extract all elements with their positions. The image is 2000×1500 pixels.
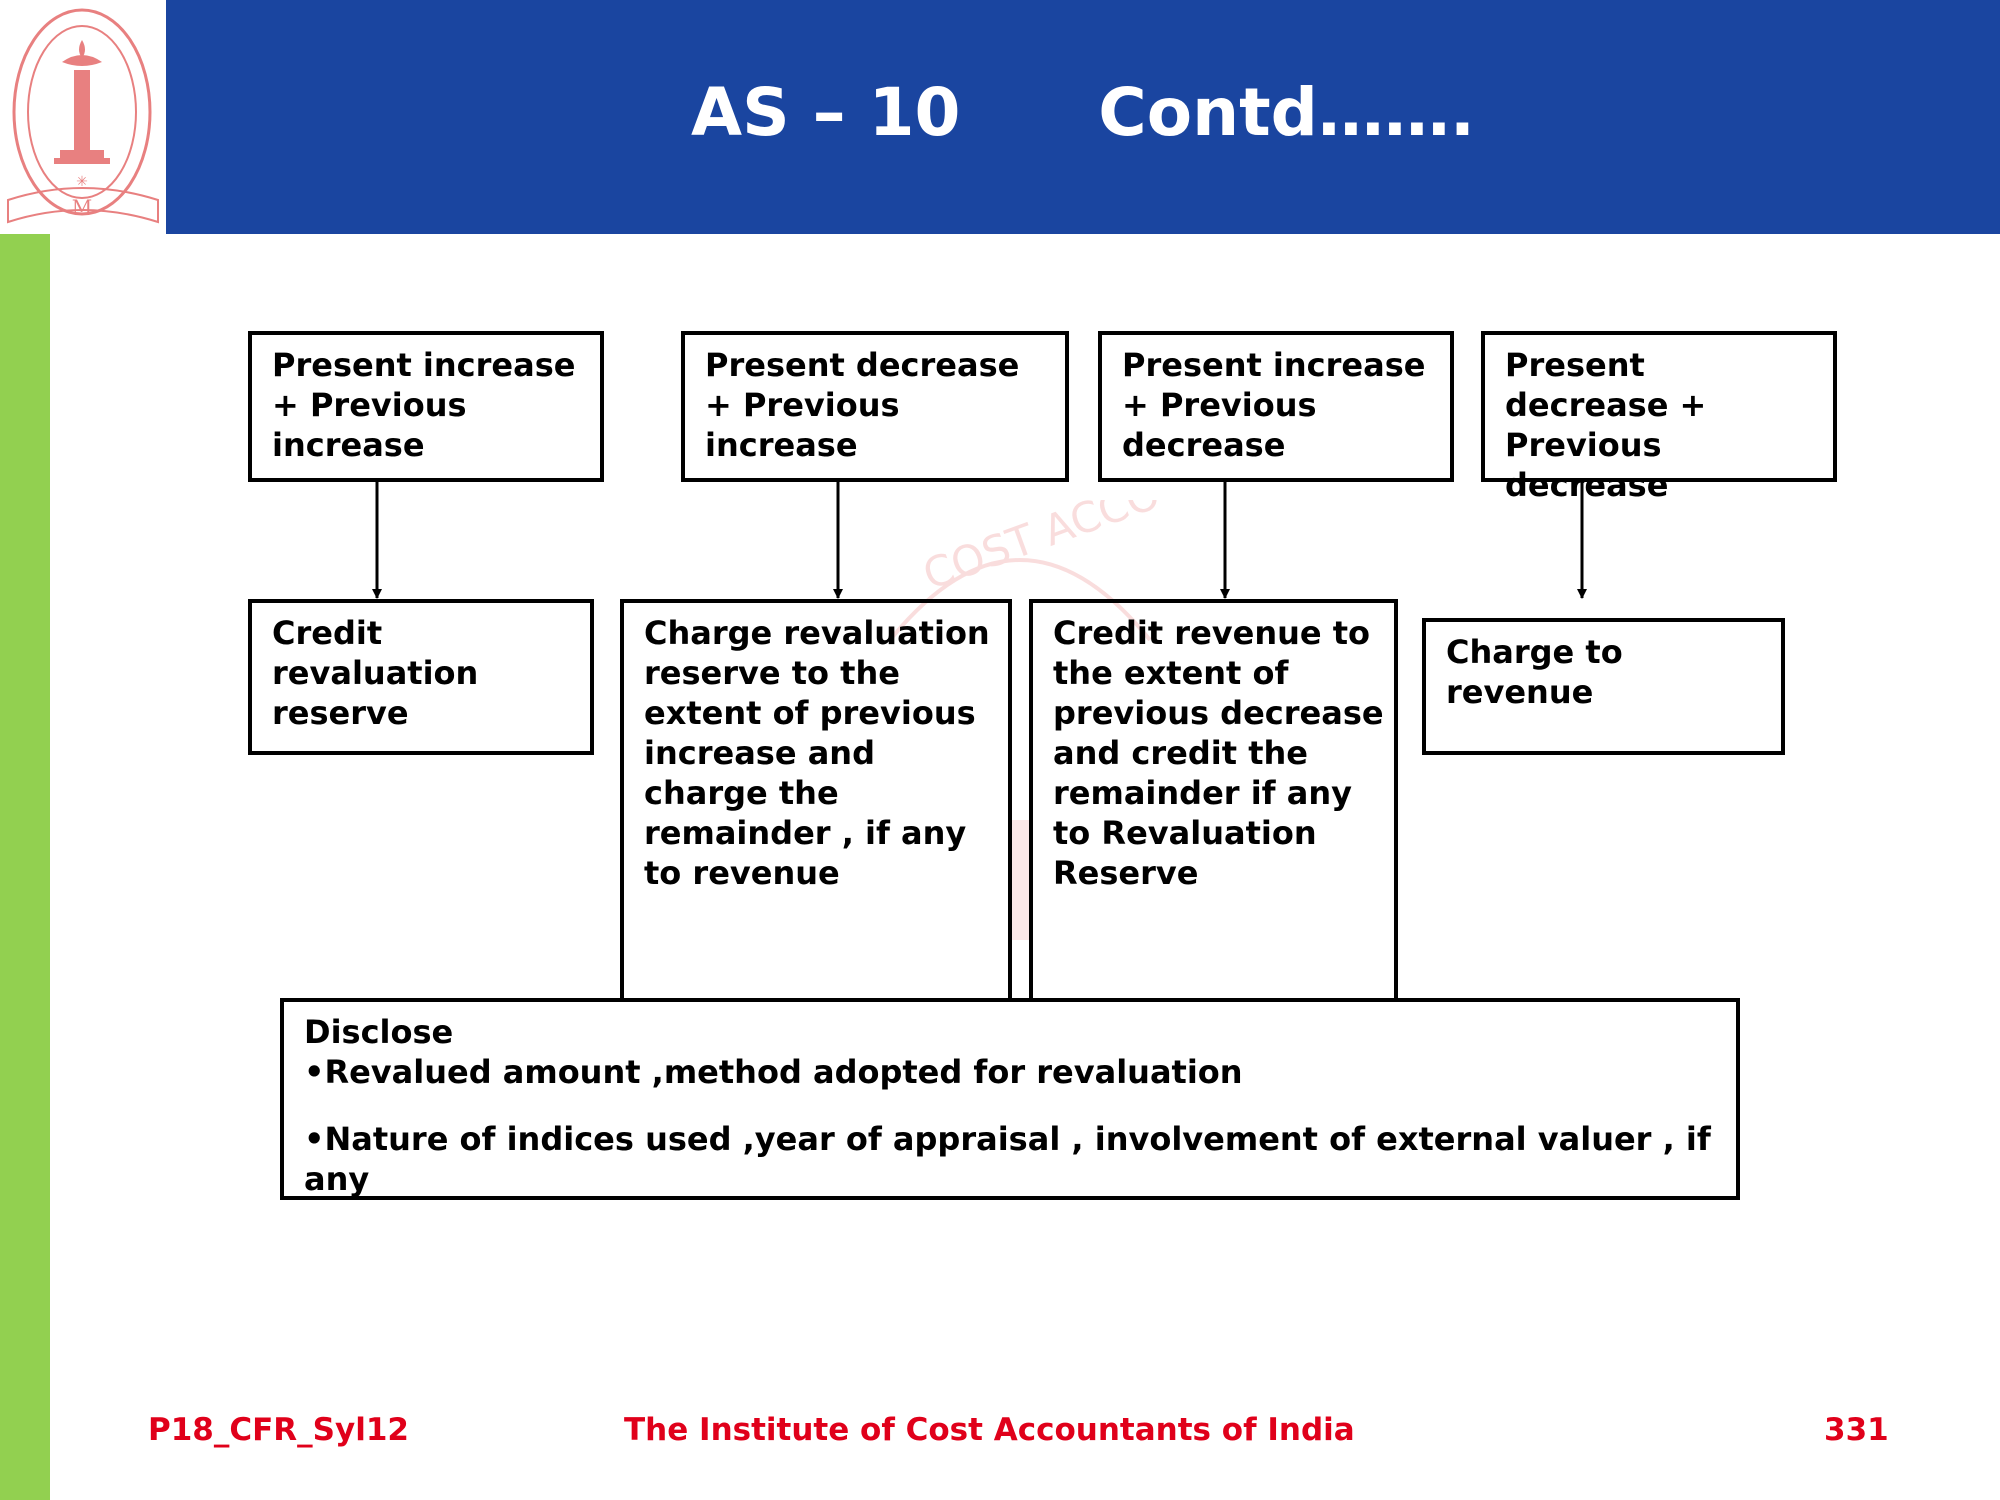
condition-box-1: Present increase + Previous increase: [248, 331, 604, 482]
condition-box-3: Present increase + Previous decrease: [1098, 331, 1454, 482]
disclosure-item: •Nature of indices used ,year of apprais…: [304, 1120, 1711, 1198]
institute-logo: M ✳: [0, 0, 166, 234]
treatment-box-2: Charge revaluation reserve to the extent…: [620, 599, 1012, 999]
watermark-seal-icon: COST ACCO: [888, 500, 1166, 940]
treatment-box-1: Credit revaluation reserve: [248, 599, 594, 755]
footer-institute-name: The Institute of Cost Accountants of Ind…: [624, 1412, 1355, 1448]
footer-page-number: 331: [1824, 1412, 1889, 1448]
condition-box-2: Present decrease + Previous increase: [681, 331, 1069, 482]
svg-text:M: M: [72, 195, 92, 219]
slide-title: AS – 10 Contd…….: [691, 74, 1475, 151]
institute-seal-icon: M ✳: [7, 8, 159, 224]
condition-box-4: Present decrease + Previous decrease: [1481, 331, 1837, 504]
disclosure-heading: Disclose: [304, 1013, 454, 1051]
title-band: AS – 10 Contd…….: [166, 0, 2000, 234]
disclosure-item: •Revalued amount ,method adopted for rev…: [304, 1053, 1243, 1091]
disclosure-box: Disclose •Revalued amount ,method adopte…: [280, 998, 1740, 1200]
treatment-box-4: Charge to revenue: [1422, 618, 1785, 755]
left-accent-stripe: [0, 234, 50, 1500]
treatment-box-3: Credit revenue to the extent of previous…: [1029, 599, 1398, 999]
footer-course-code: P18_CFR_Syl12: [148, 1412, 409, 1448]
svg-text:✳: ✳: [76, 174, 88, 190]
